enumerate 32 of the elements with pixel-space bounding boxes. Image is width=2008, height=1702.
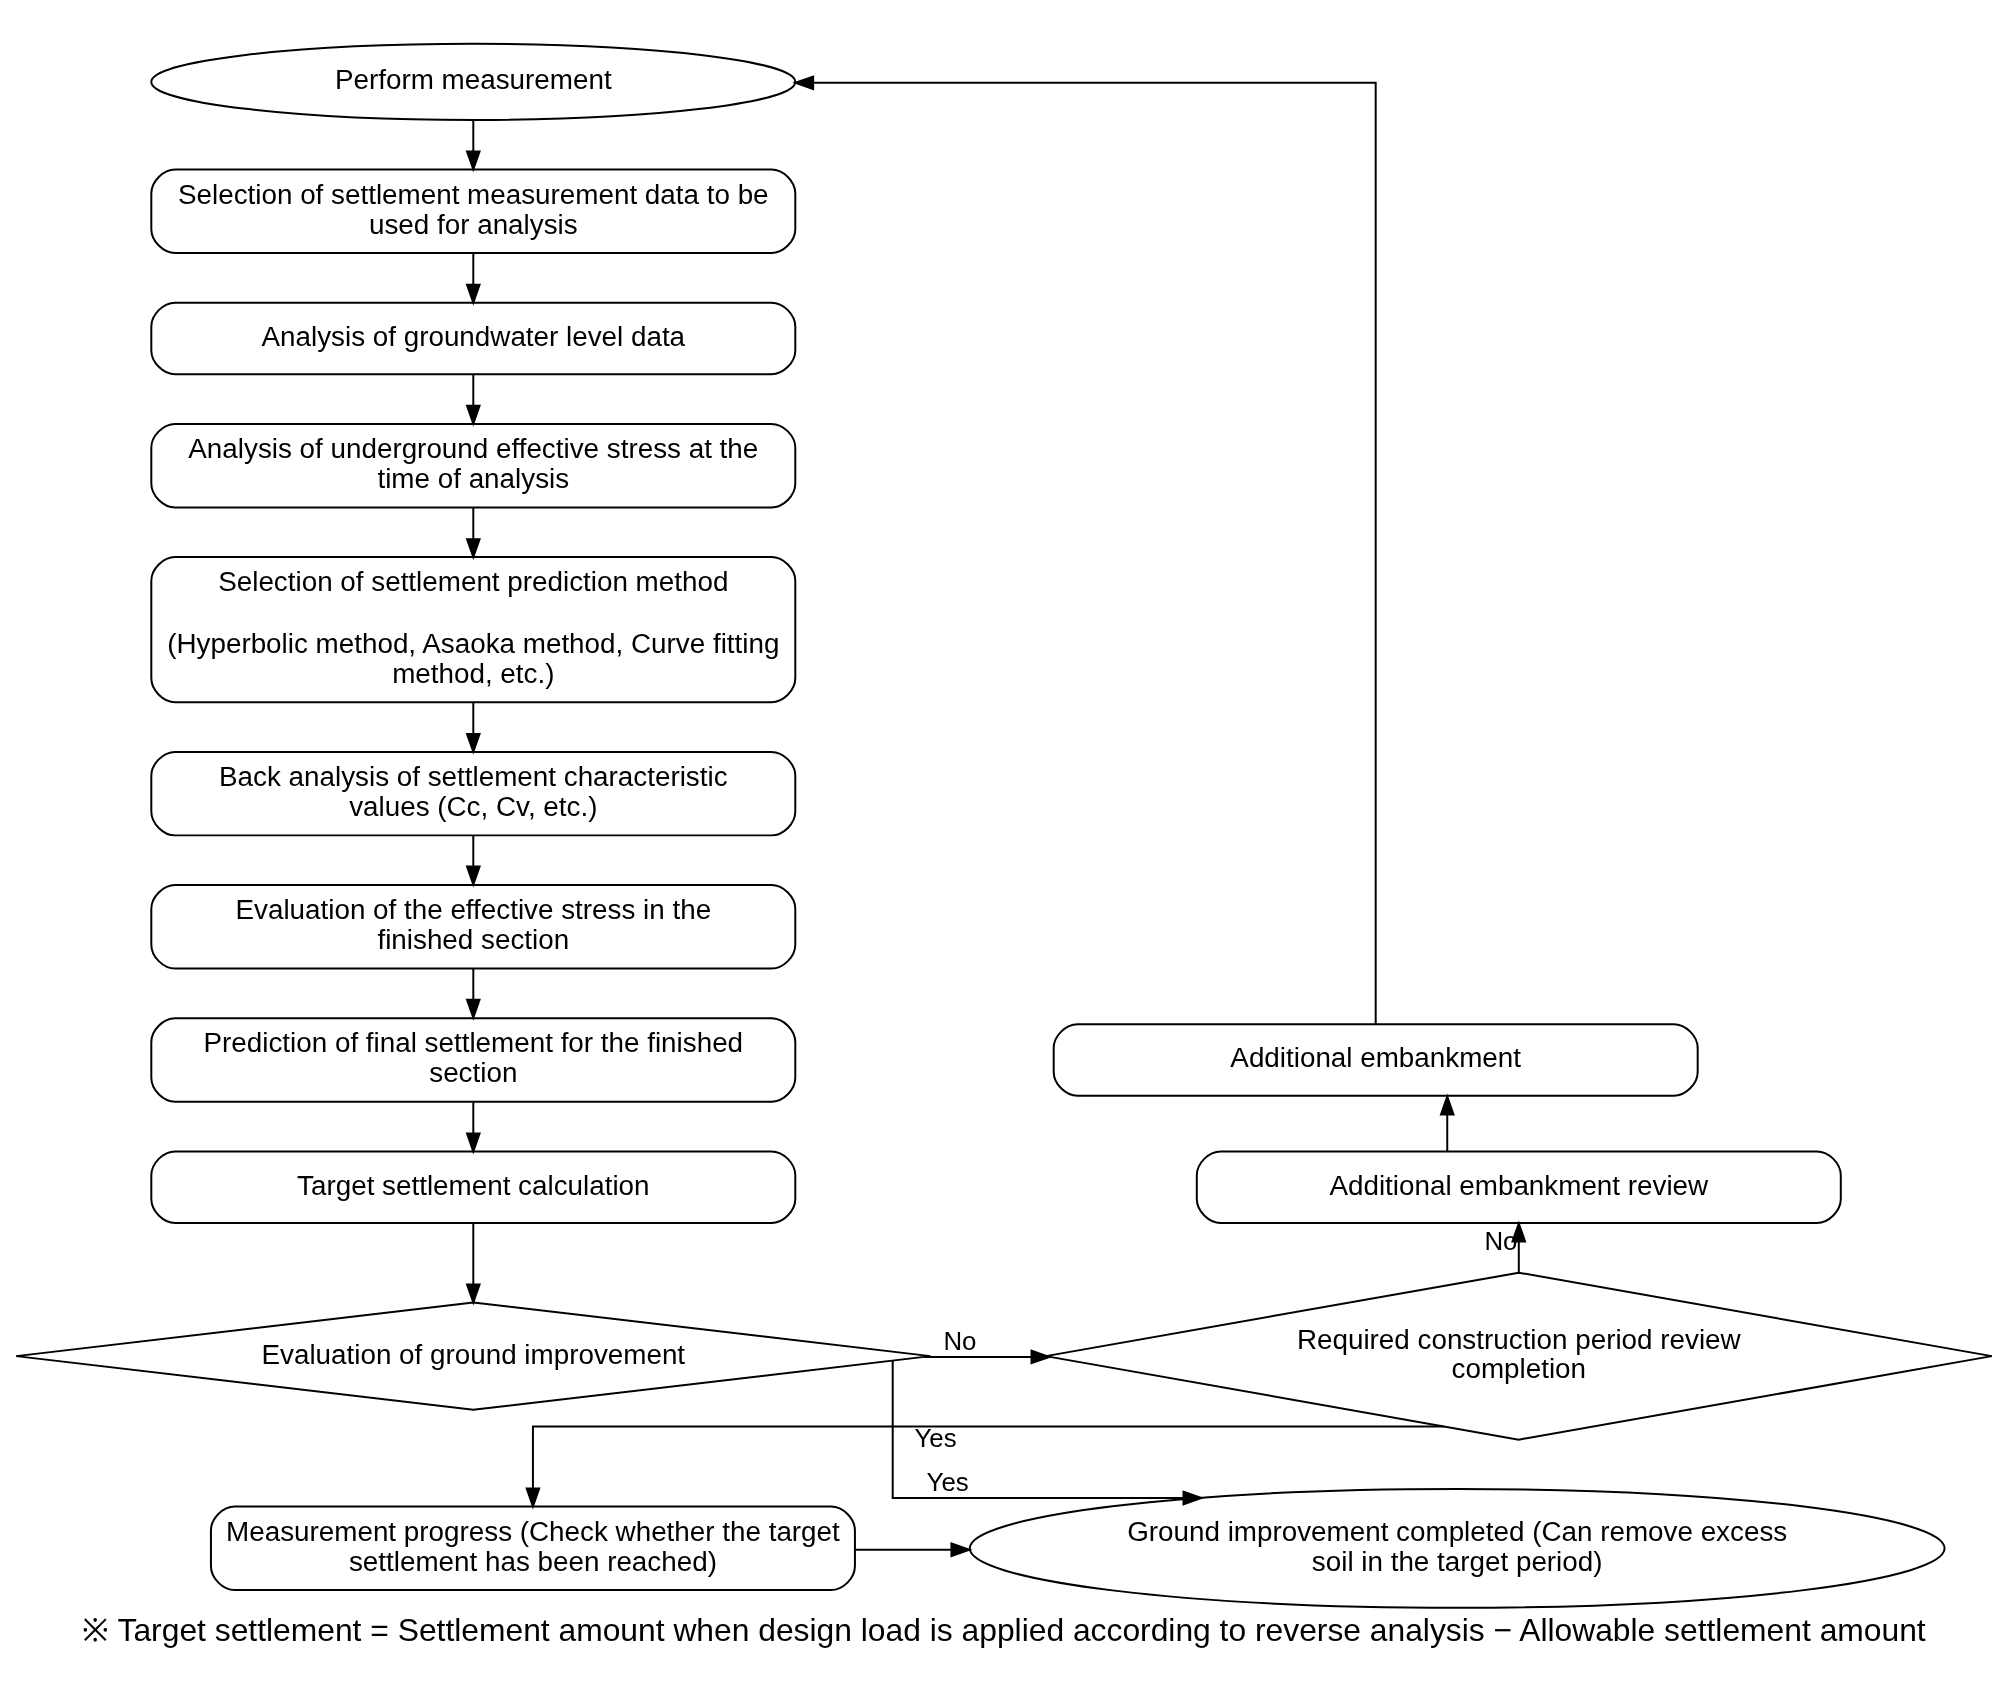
- edge-label: Yes: [926, 1467, 969, 1496]
- arrow: [465, 118, 481, 172]
- arrow: [465, 1100, 481, 1154]
- arrow: [792, 74, 1377, 1025]
- node-ellipse: Perform measurement: [150, 42, 797, 121]
- node-box: Prediction of final settlement for the finished section: [150, 1016, 797, 1103]
- node-box: Analysis of underground effective stress at the time of analysis: [150, 422, 797, 508]
- node-box: Target settlement calculation: [150, 1149, 797, 1224]
- node-diamond: Evaluation of ground improvement: [15, 1300, 932, 1411]
- node-box: Additional embankment: [1052, 1022, 1699, 1097]
- arrow: [465, 373, 481, 427]
- edge-label: No: [943, 1326, 977, 1355]
- node-box: Analysis of groundwater level data: [150, 301, 797, 375]
- arrow: [465, 252, 481, 306]
- arrow: [465, 967, 481, 1021]
- arrow: [465, 506, 481, 560]
- arrow: [525, 1425, 1445, 1509]
- arrow: [854, 1541, 973, 1557]
- arrow: [465, 701, 481, 755]
- node-box: Back analysis of settlement characteristic values (Cc, Cv, etc.): [150, 750, 797, 836]
- edge-label: Yes: [914, 1423, 957, 1452]
- node-box: Additional embankment review: [1195, 1149, 1842, 1224]
- node-box: Selection of settlement measurement data to be used for analysis: [150, 168, 797, 254]
- arrow: [465, 1221, 481, 1305]
- caption: ※ Target settlement = Settlement amount when design load is applied according to reverse analysis − Allowable settlement amount: [82, 1611, 1926, 1648]
- arrow: [923, 1348, 1053, 1365]
- arrow: [465, 834, 481, 887]
- arrow: [1439, 1093, 1455, 1152]
- arrow: [891, 1359, 1205, 1506]
- node-box: Evaluation of the effective stress in the finished section: [150, 883, 797, 970]
- node-box: Measurement progress (Check whether the target settlement has been reached): [209, 1505, 856, 1591]
- node-box: Selection of settlement prediction method (Hyperbolic method, Asaoka method, Curve fitting method, etc.): [150, 555, 797, 703]
